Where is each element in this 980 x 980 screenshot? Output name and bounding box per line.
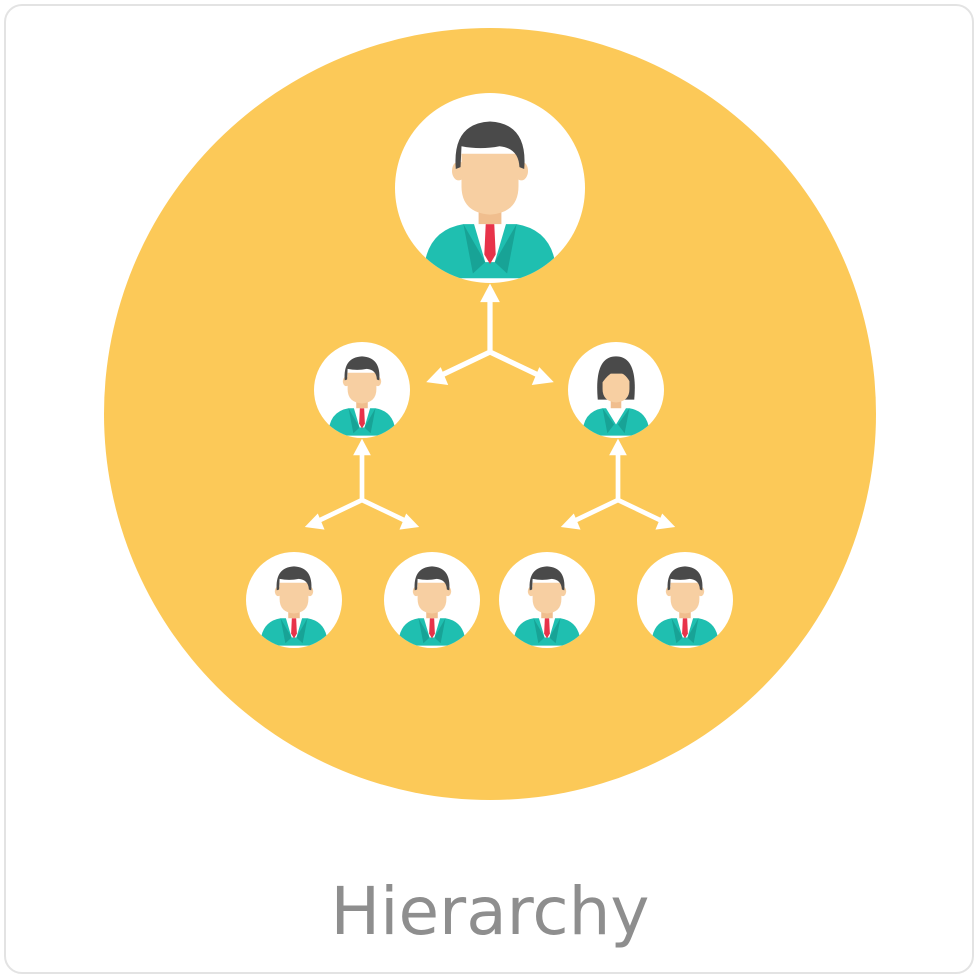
avatar-level2-right-icon [568,342,664,438]
avatar-top-manager-icon [395,93,585,283]
avatar-level3-3-icon [499,552,595,648]
avatar-level3-1-icon [246,552,342,648]
avatar-level3-2-icon [384,552,480,648]
avatar-level3-4-icon [637,552,733,648]
avatar-level2-left-icon [314,342,410,438]
caption-label: Hierarchy [330,873,650,950]
